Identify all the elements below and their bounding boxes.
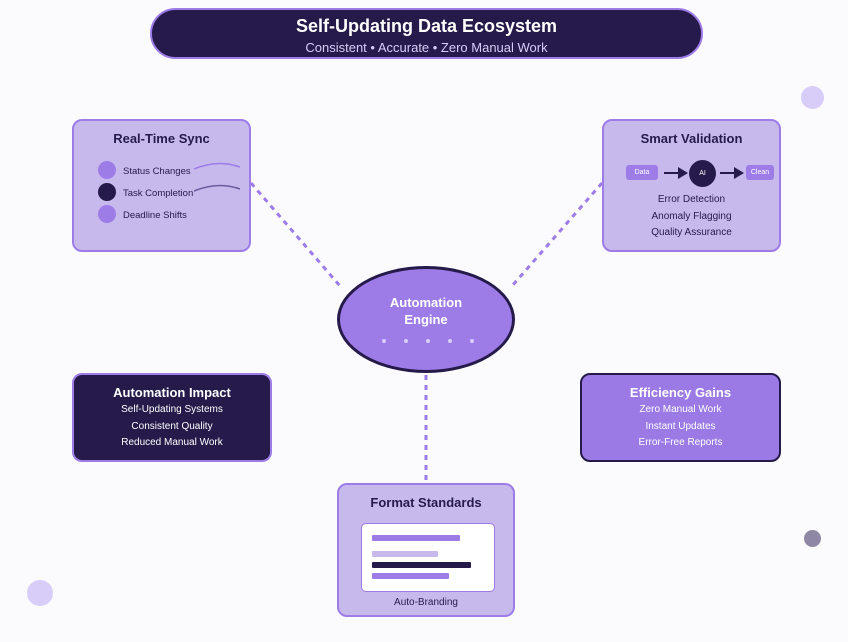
ai-label: AI bbox=[699, 170, 706, 177]
engine-title-line2: Engine bbox=[404, 312, 448, 327]
gains-item: Error-Free Reports bbox=[638, 437, 723, 448]
decorative-circle bbox=[804, 530, 821, 547]
format-caption: Auto-Branding bbox=[394, 597, 458, 608]
smart-validation-card: Smart Validation Data AI Clean Error Det… bbox=[602, 119, 781, 252]
arrow-right-icon bbox=[720, 167, 744, 179]
page-subtitle: Consistent • Accurate • Zero Manual Work bbox=[305, 40, 548, 55]
validation-item: Quality Assurance bbox=[651, 227, 732, 238]
status-indicator bbox=[98, 183, 116, 201]
page-title: Self-Updating Data Ecosystem bbox=[295, 16, 558, 36]
automation-engine-node: Automation Engine bbox=[337, 266, 515, 373]
card-title: Real-Time Sync bbox=[113, 131, 210, 146]
card-title: Format Standards bbox=[370, 495, 482, 510]
doc-line bbox=[372, 562, 471, 568]
sync-wave-icon bbox=[193, 162, 241, 192]
data-chip: Data bbox=[626, 165, 658, 180]
impact-item: Self-Updating Systems bbox=[121, 404, 223, 415]
progress-dot bbox=[382, 339, 386, 343]
progress-dot bbox=[448, 339, 452, 343]
format-standards-card: Format Standards Auto-Branding bbox=[337, 483, 515, 617]
doc-line bbox=[372, 551, 438, 557]
impact-item: Consistent Quality bbox=[131, 420, 213, 432]
automation-impact-card: Automation Impact Self-Updating Systems … bbox=[72, 373, 272, 462]
header-banner: Self-Updating Data Ecosystem Consistent … bbox=[150, 8, 703, 59]
progress-dot bbox=[426, 339, 430, 343]
connector-validation bbox=[510, 182, 604, 287]
clean-chip: Clean bbox=[746, 165, 774, 180]
card-title: Automation Impact bbox=[113, 385, 231, 400]
sync-item-label: Task Completion bbox=[123, 188, 194, 199]
realtime-sync-card: Real-Time Sync Status Changes Task Compl… bbox=[72, 119, 251, 252]
decorative-circle bbox=[801, 86, 824, 109]
sync-item-label: Deadline Shifts bbox=[123, 210, 187, 221]
ai-processor-node: AI bbox=[689, 160, 716, 187]
validation-item: Error Detection bbox=[657, 194, 726, 205]
document-template-icon bbox=[361, 523, 495, 592]
doc-line bbox=[372, 573, 449, 579]
sync-item-label: Status Changes bbox=[123, 166, 191, 177]
status-indicator bbox=[98, 161, 116, 179]
gains-item: Instant Updates bbox=[645, 420, 716, 432]
engine-title-line1: Automation bbox=[389, 295, 463, 310]
gains-item: Zero Manual Work bbox=[639, 404, 722, 415]
card-title: Efficiency Gains bbox=[629, 385, 732, 400]
doc-line bbox=[372, 535, 460, 541]
decorative-circle bbox=[27, 580, 53, 606]
impact-item: Reduced Manual Work bbox=[121, 437, 223, 448]
validation-item: Anomaly Flagging bbox=[651, 210, 732, 222]
card-title: Smart Validation bbox=[640, 131, 743, 146]
progress-dot bbox=[470, 339, 474, 343]
arrow-right-icon bbox=[664, 167, 688, 179]
efficiency-gains-card: Efficiency Gains Zero Manual Work Instan… bbox=[580, 373, 781, 462]
progress-dot bbox=[404, 339, 408, 343]
status-indicator bbox=[98, 205, 116, 223]
connector-sync bbox=[249, 182, 342, 287]
